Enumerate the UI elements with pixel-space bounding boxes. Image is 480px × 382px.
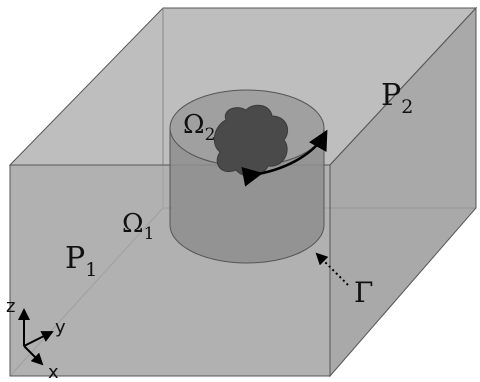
- dotted-arrow-icon: [315, 252, 349, 286]
- omega2-label-base: Ω: [183, 110, 205, 140]
- p1-label: P1: [65, 241, 97, 281]
- z-axis-label: z: [6, 296, 15, 317]
- p1-label-base: P: [65, 241, 85, 276]
- omega1-label-sub: 1: [144, 224, 155, 244]
- omega2-label-sub: 2: [205, 125, 216, 145]
- y-axis-label: y: [55, 317, 66, 338]
- box-right-face: [329, 6, 477, 378]
- p2-label: P2: [381, 78, 413, 118]
- x-axis-line: [23, 345, 44, 366]
- p2-label-base: P: [381, 78, 401, 113]
- omega2-label: Ω2: [183, 110, 215, 145]
- omega1-label: Ω1: [122, 209, 154, 244]
- y-axis-line: [23, 331, 54, 347]
- curved-double-arrow-icon: [241, 129, 328, 187]
- p1-label-sub: 1: [85, 259, 97, 281]
- gamma-label: Γ: [354, 276, 373, 309]
- omega1-label-base: Ω: [122, 209, 144, 239]
- x-axis-label: x: [48, 362, 59, 382]
- p2-label-sub: 2: [401, 96, 413, 118]
- axes-triad: z y x: [6, 296, 66, 382]
